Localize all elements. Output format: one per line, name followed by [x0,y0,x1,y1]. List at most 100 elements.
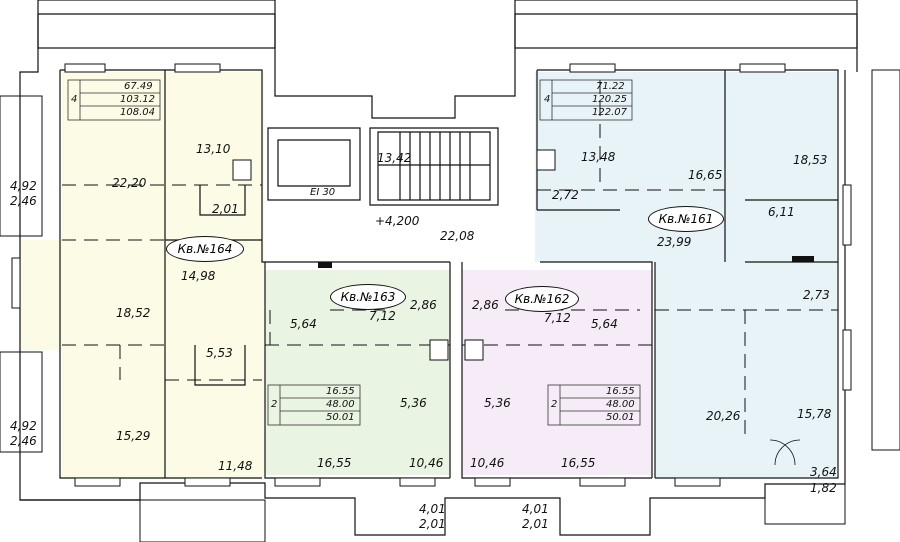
apt161-space: 23,99 [657,235,692,249]
balcony-bottom-right-area: 3,64 [810,465,837,479]
apt161-area-living: 71.22 [596,81,625,92]
elevator-label: EI 30 [310,187,336,198]
balcony-left-bottom-area: 4,92 [10,419,37,433]
apt162-space: 10,46 [470,456,505,470]
apt164-name: Кв.№164 [166,236,244,262]
apt164-dashed-zones [62,184,262,381]
apt164-area-full: 108.04 [120,107,155,118]
balcony-left-top-area: 4,92 [10,179,37,193]
radiator [792,256,814,262]
outer-wall [38,13,858,119]
apt164-space: 5,53 [206,346,233,360]
apt161-inner-wall [536,70,838,478]
apt162-space: 16,55 [561,456,596,470]
top-balcony-left [37,0,276,49]
apt164-space: 22,20 [112,176,147,190]
apt162-area-full: 50.01 [606,412,635,423]
window [64,63,106,73]
apt161-area-full: 122.07 [592,107,627,118]
window [569,63,616,73]
window [184,477,231,487]
level-mark: +4,200 [375,214,420,228]
door-arc [774,439,801,466]
apt161-space: 2,72 [552,188,579,202]
apt161-rooms: 4 [544,94,551,105]
top-balcony-right [514,0,858,49]
apt163-area-living: 16.55 [326,386,355,397]
sink-icon [464,339,484,361]
apt164-space: 14,98 [181,269,216,283]
apt163-area-total: 48.00 [326,399,355,410]
apt164-space: 15,29 [116,429,151,443]
apt161-name: Кв.№161 [648,206,724,232]
sink-icon [429,339,449,361]
balcony-left-top [0,95,43,237]
sink-icon [536,149,556,171]
apt162-space: 5,36 [484,396,511,410]
stair-steps [378,132,490,200]
apt163-space: 16,55 [317,456,352,470]
window [274,477,321,487]
apt163-space: 7,12 [369,309,396,323]
apt161-area-total: 120.25 [592,94,627,105]
apt162-name: Кв.№162 [505,286,579,312]
window [579,477,626,487]
apt163-name: Кв.№163 [330,284,406,310]
elevator-shaft [267,127,361,201]
sink-icon [232,159,252,181]
apt162-area-total: 48.00 [606,399,635,410]
window [842,329,852,391]
apt164-space: 2,01 [212,202,239,216]
balcony-bottom-center-right-area: 4,01 [522,502,549,516]
stair-core [369,127,499,206]
apt161-space: 20,26 [706,409,741,423]
window [674,477,721,487]
core-wall [261,120,653,479]
apt164-fill-west [20,240,64,350]
balcony-bottom-right [764,483,846,525]
apt161-space: 16,65 [688,168,723,182]
balcony-left-bottom-reduced: 2,46 [10,434,37,448]
apt164-rooms: 4 [71,94,78,105]
balcony-left-top-reduced: 2,46 [10,194,37,208]
apt163-area-full: 50.01 [326,412,355,423]
apt161-space: 2,73 [803,288,830,302]
balcony-bottom-center-right-reduced: 2,01 [522,517,549,531]
apt163-table [267,384,361,426]
apt161-space: 6,11 [768,205,795,219]
apt161-fill-south [655,262,837,477]
apt161-space: 13,48 [581,150,616,164]
apt162-area-living: 16.55 [606,386,635,397]
apt163-rooms: 2 [271,399,278,410]
apt162-table [547,384,641,426]
apt164-space: 18,52 [116,306,151,320]
apt161-space: 15,78 [797,407,832,421]
apt164-inner-wall [164,70,262,478]
apt161-dashed-zones [537,80,838,440]
window [842,184,852,246]
apt162-space: 7,12 [544,311,571,325]
balcony-bottom-center-left-area: 4,01 [419,502,446,516]
balcony-right [871,69,900,451]
balcony-bottom-center-left-reduced: 2,01 [419,517,446,531]
apt163-space: 10,46 [409,456,444,470]
balcony-bottom-left [139,499,266,542]
window [399,477,436,487]
apt163-space: 5,64 [290,317,317,331]
apt161-fill [535,72,837,262]
apt162-rooms: 2 [551,399,558,410]
apt164-space: 13,10 [196,142,231,156]
apt163-space: 2,86 [410,298,437,312]
apt164-area-total: 103.12 [120,94,155,105]
apt164-area-living: 67.49 [124,81,153,92]
window [11,257,21,309]
balcony-bottom-right-reduced: 1,82 [810,481,837,495]
core-wall-2 [264,262,450,479]
apt161-table [539,79,633,121]
apt162-space: 2,86 [472,298,499,312]
apt164-fill [62,72,264,477]
apt163-space: 5,36 [400,396,427,410]
window [474,477,511,487]
window [174,63,221,73]
apt163-dashed-zones [265,309,450,346]
